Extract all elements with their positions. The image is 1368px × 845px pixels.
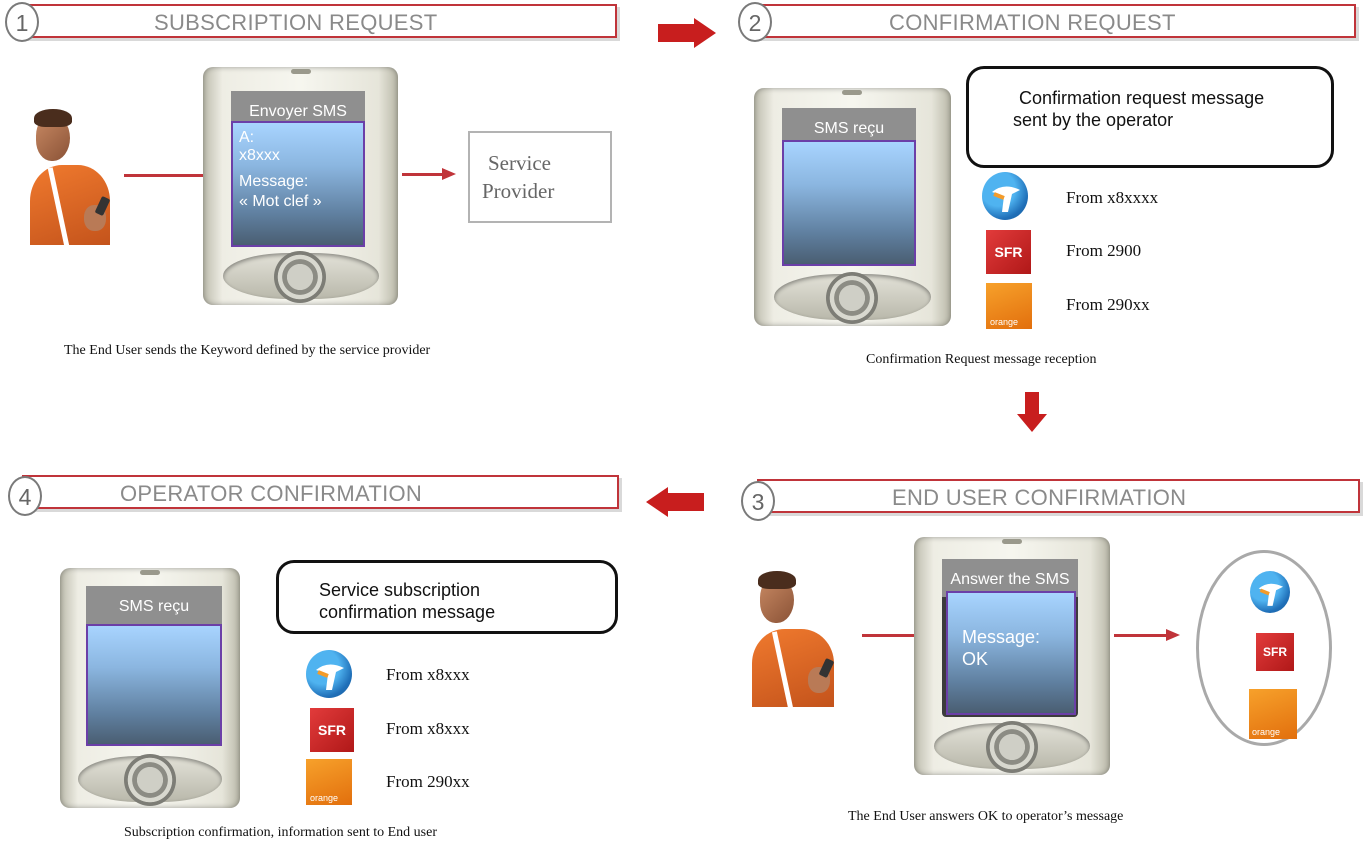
step-4-caption: Subscription confirmation, information s… <box>124 825 438 840</box>
step-1-header: SUBSCRIPTION REQUEST <box>20 4 617 38</box>
operator-4-from-3: From 290xx <box>386 772 470 791</box>
service-provider-box: Service Provider <box>468 131 612 223</box>
step-2-caption: Confirmation Request message reception <box>866 352 1097 367</box>
orange-logo-text: orange <box>990 317 1019 327</box>
operators-circle: SFR orange <box>1196 550 1332 746</box>
bouygues-logo-icon <box>306 650 352 698</box>
arrow-step3-to-step4-icon <box>646 487 704 517</box>
phone-2-screen <box>782 140 916 266</box>
phone-3-screen-title: Answer the SMS <box>942 559 1078 597</box>
step-3-number: 3 <box>741 481 775 521</box>
bouygues-logo-icon <box>982 172 1028 220</box>
end-user-photo-3 <box>752 567 840 707</box>
phone-2-screen-title: SMS reçu <box>782 108 916 146</box>
phone-step-2: SMS reçu <box>754 88 951 326</box>
phone-1-line-to-label: A: <box>239 129 255 146</box>
service-provider-line-1: Service <box>488 151 551 175</box>
bubble-4-line-2: confirmation message <box>319 602 496 622</box>
operator-2-from-2: From 2900 <box>1066 241 1142 260</box>
operator-4-from-1: From x8xxx <box>386 665 470 684</box>
arrowhead-icon <box>442 168 456 180</box>
phone-3-line-ok: OK <box>962 649 989 669</box>
phone-1-line-message-label: Message: <box>239 173 309 190</box>
orange-logo-text: orange <box>1252 727 1281 737</box>
arrowhead-icon <box>1166 629 1180 641</box>
phone-step-1: Envoyer SMS A: x8xxx Message: « Mot clef… <box>203 67 398 305</box>
step-4-title: OPERATOR CONFIRMATION <box>120 481 423 506</box>
phone-1-line-number: x8xxx <box>239 147 280 164</box>
phone-4-screen-title: SMS reçu <box>86 586 222 624</box>
step-4-header: OPERATOR CONFIRMATION <box>22 475 619 509</box>
step-1-title: SUBSCRIPTION REQUEST <box>154 10 438 35</box>
connector-line <box>1114 634 1168 637</box>
orange-logo-icon: orange <box>986 283 1032 329</box>
end-user-photo-1 <box>30 105 116 245</box>
sfr-logo-icon: SFR <box>310 708 354 752</box>
confirmation-request-bubble: Confirmation request message sent by the… <box>966 66 1334 168</box>
phone-step-3: Answer the SMS Message: OK <box>914 537 1110 775</box>
step-1-caption: The End User sends the Keyword defined b… <box>64 343 431 358</box>
phone-3-screen: Message: OK <box>946 591 1076 715</box>
sfr-logo-text: SFR <box>1263 645 1287 659</box>
sfr-logo-icon: SFR <box>1256 633 1294 671</box>
phone-1-screen: A: x8xxx Message: « Mot clef » <box>231 121 365 247</box>
sfr-logo-text: SFR <box>318 722 346 738</box>
service-provider-line-2: Provider <box>482 179 555 203</box>
step-2-number: 2 <box>738 2 772 42</box>
connector-line <box>124 174 206 177</box>
bubble-2-line-1: Confirmation request message <box>1019 88 1265 108</box>
connector-line <box>402 173 444 176</box>
phone-4-screen <box>86 624 222 746</box>
phone-3-line-message-label: Message: <box>962 627 1041 647</box>
sfr-logo-text: SFR <box>994 244 1023 260</box>
step-1-number: 1 <box>5 2 39 42</box>
bouygues-logo-icon <box>1250 571 1290 613</box>
arrow-step2-to-step3-icon <box>1017 392 1047 432</box>
orange-logo-text: orange <box>310 793 339 803</box>
connector-line <box>862 634 918 637</box>
step-2-title: CONFIRMATION REQUEST <box>889 10 1176 35</box>
step-2-header: CONFIRMATION REQUEST <box>754 4 1356 38</box>
arrow-step1-to-step2-icon <box>658 18 716 48</box>
step-3-caption: The End User answers OK to operator’s me… <box>848 809 1124 824</box>
step-3-header: END USER CONFIRMATION <box>757 479 1360 513</box>
operator-2-from-1: From x8xxxx <box>1066 188 1159 207</box>
phone-step-4: SMS reçu <box>60 568 240 808</box>
orange-logo-icon: orange <box>1249 689 1297 739</box>
phone-1-line-keyword: « Mot clef » <box>239 193 322 210</box>
sfr-logo-icon: SFR <box>986 230 1031 274</box>
operator-4-from-2: From x8xxx <box>386 719 470 738</box>
bubble-2-line-2: sent by the operator <box>1013 110 1174 130</box>
subscription-confirmation-bubble: Service subscription confirmation messag… <box>276 560 618 634</box>
step-4-number: 4 <box>8 476 42 516</box>
step-3-title: END USER CONFIRMATION <box>892 485 1187 510</box>
operator-2-from-3: From 290xx <box>1066 295 1150 314</box>
bubble-4-line-1: Service subscription <box>319 580 481 600</box>
orange-logo-icon: orange <box>306 759 352 805</box>
